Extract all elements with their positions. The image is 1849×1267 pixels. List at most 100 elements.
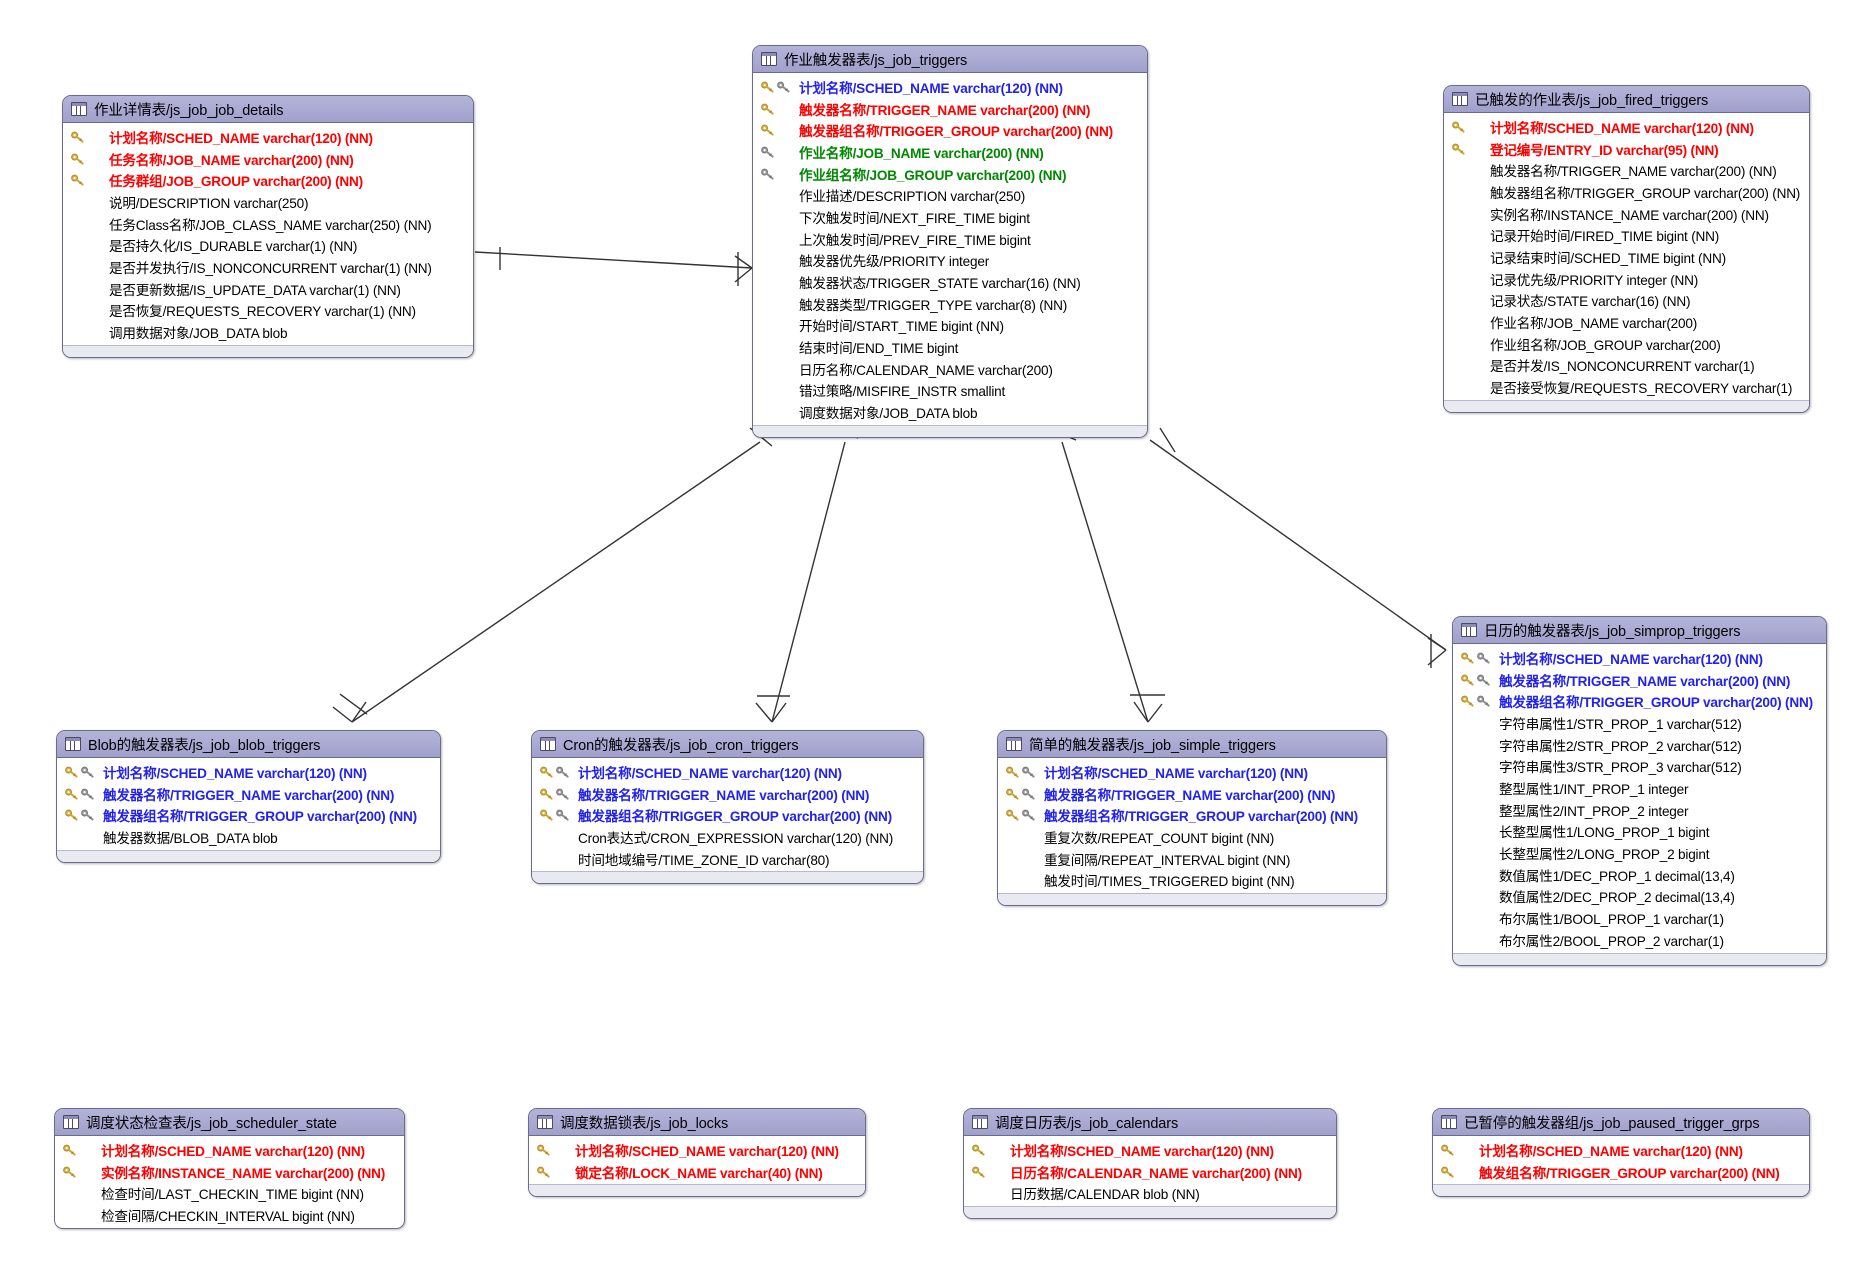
column-row[interactable]: 触发器名称/TRIGGER_NAME varchar(200) (NN) <box>753 98 1147 120</box>
column-row[interactable]: 触发器组名称/TRIGGER_GROUP varchar(200) (NN) <box>753 119 1147 141</box>
column-row[interactable]: 整型属性2/INT_PROP_2 integer <box>1453 799 1826 821</box>
column-row[interactable]: 布尔属性1/BOOL_PROP_1 varchar(1) <box>1453 907 1826 929</box>
column-row[interactable]: 触发器类型/TRIGGER_TYPE varchar(8) (NN) <box>753 293 1147 315</box>
column-row[interactable]: 触发器名称/TRIGGER_NAME varchar(200) (NN) <box>998 783 1386 805</box>
column-row[interactable]: 计划名称/SCHED_NAME varchar(120) (NN) <box>1444 116 1809 138</box>
column-row[interactable]: 计划名称/SCHED_NAME varchar(120) (NN) <box>55 1139 404 1161</box>
column-row[interactable]: 上次触发时间/PREV_FIRE_TIME bigint <box>753 228 1147 250</box>
entity-simprop_triggers[interactable]: 日历的触发器表/js_job_simprop_triggers 计划名称/SCHE… <box>1452 616 1827 966</box>
column-row[interactable]: 作业组名称/JOB_GROUP varchar(200) <box>1444 333 1809 355</box>
column-row[interactable]: 重复次数/REPEAT_COUNT bigint (NN) <box>998 826 1386 848</box>
column-row[interactable]: 任务名称/JOB_NAME varchar(200) (NN) <box>63 148 473 170</box>
column-row[interactable]: 错过策略/MISFIRE_INSTR smallint <box>753 380 1147 402</box>
column-row[interactable]: 实例名称/INSTANCE_NAME varchar(200) (NN) <box>1444 203 1809 225</box>
column-row[interactable]: 触发器组名称/TRIGGER_GROUP varchar(200) (NN) <box>532 804 923 826</box>
column-row[interactable]: 结束时间/END_TIME bigint <box>753 336 1147 358</box>
column-row[interactable]: 说明/DESCRIPTION varchar(250) <box>63 191 473 213</box>
column-row[interactable]: 数值属性1/DEC_PROP_1 decimal(13,4) <box>1453 864 1826 886</box>
column-row[interactable]: 计划名称/SCHED_NAME varchar(120) (NN) <box>532 761 923 783</box>
column-row[interactable]: 触发器组名称/TRIGGER_GROUP varchar(200) (NN) <box>1453 690 1826 712</box>
column-row[interactable]: 作业名称/JOB_NAME varchar(200) <box>1444 311 1809 333</box>
column-row[interactable]: 实例名称/INSTANCE_NAME varchar(200) (NN) <box>55 1161 404 1183</box>
column-row[interactable]: 日历名称/CALENDAR_NAME varchar(200) (NN) <box>964 1161 1336 1183</box>
column-row[interactable]: 检查时间/LAST_CHECKIN_TIME bigint (NN) <box>55 1182 404 1204</box>
entity-header-locks[interactable]: 调度数据锁表/js_job_locks <box>529 1109 865 1136</box>
column-row[interactable]: 计划名称/SCHED_NAME varchar(120) (NN) <box>998 761 1386 783</box>
column-row[interactable]: 检查间隔/CHECKIN_INTERVAL bigint (NN) <box>55 1204 404 1226</box>
column-row[interactable]: 计划名称/SCHED_NAME varchar(120) (NN) <box>57 761 440 783</box>
column-row[interactable]: 整型属性1/INT_PROP_1 integer <box>1453 777 1826 799</box>
column-row[interactable]: 时间地域编号/TIME_ZONE_ID varchar(80) <box>532 848 923 870</box>
entity-job_triggers[interactable]: 作业触发器表/js_job_triggers 计划名称/SCHED_NAME va… <box>752 45 1148 438</box>
column-row[interactable]: 长整型属性2/LONG_PROP_2 bigint <box>1453 842 1826 864</box>
column-row[interactable]: 触发时间/TIMES_TRIGGERED bigint (NN) <box>998 869 1386 891</box>
entity-calendars[interactable]: 调度日历表/js_job_calendars 计划名称/SCHED_NAME va… <box>963 1108 1337 1220</box>
column-row[interactable]: 是否更新数据/IS_UPDATE_DATA varchar(1) (NN) <box>63 278 473 300</box>
entity-header-job_details[interactable]: 作业详情表/js_job_job_details <box>63 96 473 123</box>
entity-simple_triggers[interactable]: 简单的触发器表/js_job_simple_triggers 计划名称/SCHED… <box>997 730 1387 907</box>
entity-header-simple_triggers[interactable]: 简单的触发器表/js_job_simple_triggers <box>998 731 1386 758</box>
column-row[interactable]: 是否接受恢复/REQUESTS_RECOVERY varchar(1) <box>1444 376 1809 398</box>
column-row[interactable]: 锁定名称/LOCK_NAME varchar(40) (NN) <box>529 1161 865 1183</box>
column-row[interactable]: 作业名称/JOB_NAME varchar(200) (NN) <box>753 141 1147 163</box>
column-row[interactable]: 字符串属性2/STR_PROP_2 varchar(512) <box>1453 734 1826 756</box>
column-row[interactable]: 长整型属性1/LONG_PROP_1 bigint <box>1453 821 1826 843</box>
entity-scheduler_state[interactable]: 调度状态检查表/js_job_scheduler_state 计划名称/SCHED… <box>54 1108 405 1229</box>
column-row[interactable]: 记录开始时间/FIRED_TIME bigint (NN) <box>1444 224 1809 246</box>
column-row[interactable]: 记录结束时间/SCHED_TIME bigint (NN) <box>1444 246 1809 268</box>
column-row[interactable]: 日历数据/CALENDAR blob (NN) <box>964 1182 1336 1204</box>
column-row[interactable]: 触发器名称/TRIGGER_NAME varchar(200) (NN) <box>57 783 440 805</box>
entity-fired_triggers[interactable]: 已触发的作业表/js_job_fired_triggers 计划名称/SCHED_… <box>1443 85 1810 413</box>
entity-header-cron_triggers[interactable]: Cron的触发器表/js_job_cron_triggers <box>532 731 923 758</box>
entity-job_details[interactable]: 作业详情表/js_job_job_details 计划名称/SCHED_NAME … <box>62 95 474 358</box>
column-row[interactable]: 计划名称/SCHED_NAME varchar(120) (NN) <box>753 76 1147 98</box>
column-row[interactable]: 数值属性2/DEC_PROP_2 decimal(13,4) <box>1453 886 1826 908</box>
entity-header-fired_triggers[interactable]: 已触发的作业表/js_job_fired_triggers <box>1444 86 1809 113</box>
column-row[interactable]: 计划名称/SCHED_NAME varchar(120) (NN) <box>964 1139 1336 1161</box>
column-row[interactable]: 记录优先级/PRIORITY integer (NN) <box>1444 268 1809 290</box>
column-row[interactable]: 触发器组名称/TRIGGER_GROUP varchar(200) (NN) <box>1444 181 1809 203</box>
entity-locks[interactable]: 调度数据锁表/js_job_locks 计划名称/SCHED_NAME varch… <box>528 1108 866 1198</box>
column-row[interactable]: 字符串属性3/STR_PROP_3 varchar(512) <box>1453 755 1826 777</box>
column-row[interactable]: 开始时间/START_TIME bigint (NN) <box>753 315 1147 337</box>
column-row[interactable]: 任务群组/JOB_GROUP varchar(200) (NN) <box>63 169 473 191</box>
column-row[interactable]: 布尔属性2/BOOL_PROP_2 varchar(1) <box>1453 929 1826 951</box>
column-row[interactable]: 触发器数据/BLOB_DATA blob <box>57 826 440 848</box>
entity-header-job_triggers[interactable]: 作业触发器表/js_job_triggers <box>753 46 1147 73</box>
column-row[interactable]: 计划名称/SCHED_NAME varchar(120) (NN) <box>1433 1139 1809 1161</box>
column-row[interactable]: Cron表达式/CRON_EXPRESSION varchar(120) (NN… <box>532 826 923 848</box>
column-row[interactable]: 触发器状态/TRIGGER_STATE varchar(16) (NN) <box>753 271 1147 293</box>
column-row[interactable]: 记录状态/STATE varchar(16) (NN) <box>1444 290 1809 312</box>
column-row[interactable]: 重复间隔/REPEAT_INTERVAL bigint (NN) <box>998 848 1386 870</box>
entity-paused_trigger_grps[interactable]: 已暂停的触发器组/js_job_paused_trigger_grps 计划名称/… <box>1432 1108 1810 1198</box>
entity-header-calendars[interactable]: 调度日历表/js_job_calendars <box>964 1109 1336 1136</box>
column-row[interactable]: 任务Class名称/JOB_CLASS_NAME varchar(250) (N… <box>63 213 473 235</box>
entity-cron_triggers[interactable]: Cron的触发器表/js_job_cron_triggers 计划名称/SCHED… <box>531 730 924 885</box>
column-row[interactable]: 计划名称/SCHED_NAME varchar(120) (NN) <box>1453 647 1826 669</box>
column-row[interactable]: 触发器名称/TRIGGER_NAME varchar(200) (NN) <box>1444 159 1809 181</box>
column-row[interactable]: 是否恢复/REQUESTS_RECOVERY varchar(1) (NN) <box>63 300 473 322</box>
column-row[interactable]: 触发器优先级/PRIORITY integer <box>753 250 1147 272</box>
column-row[interactable]: 字符串属性1/STR_PROP_1 varchar(512) <box>1453 712 1826 734</box>
column-row[interactable]: 是否并发/IS_NONCONCURRENT varchar(1) <box>1444 355 1809 377</box>
column-row[interactable]: 调用数据对象/JOB_DATA blob <box>63 321 473 343</box>
column-row[interactable]: 触发器名称/TRIGGER_NAME varchar(200) (NN) <box>532 783 923 805</box>
column-row[interactable]: 作业组名称/JOB_GROUP varchar(200) (NN) <box>753 163 1147 185</box>
column-row[interactable]: 触发器名称/TRIGGER_NAME varchar(200) (NN) <box>1453 669 1826 691</box>
column-row[interactable]: 触发组名称/TRIGGER_GROUP varchar(200) (NN) <box>1433 1161 1809 1183</box>
entity-header-paused_trigger_grps[interactable]: 已暂停的触发器组/js_job_paused_trigger_grps <box>1433 1109 1809 1136</box>
column-row[interactable]: 触发器组名称/TRIGGER_GROUP varchar(200) (NN) <box>998 804 1386 826</box>
column-row[interactable]: 计划名称/SCHED_NAME varchar(120) (NN) <box>63 126 473 148</box>
entity-header-blob_triggers[interactable]: Blob的触发器表/js_job_blob_triggers <box>57 731 440 758</box>
column-row[interactable]: 下次触发时间/NEXT_FIRE_TIME bigint <box>753 206 1147 228</box>
column-row[interactable]: 日历名称/CALENDAR_NAME varchar(200) <box>753 358 1147 380</box>
entity-header-simprop_triggers[interactable]: 日历的触发器表/js_job_simprop_triggers <box>1453 617 1826 644</box>
column-row[interactable]: 作业描述/DESCRIPTION varchar(250) <box>753 184 1147 206</box>
column-row[interactable]: 触发器组名称/TRIGGER_GROUP varchar(200) (NN) <box>57 804 440 826</box>
column-row[interactable]: 是否持久化/IS_DURABLE varchar(1) (NN) <box>63 234 473 256</box>
column-row[interactable]: 计划名称/SCHED_NAME varchar(120) (NN) <box>529 1139 865 1161</box>
entity-blob_triggers[interactable]: Blob的触发器表/js_job_blob_triggers 计划名称/SCHED… <box>56 730 441 863</box>
column-row[interactable]: 调度数据对象/JOB_DATA blob <box>753 401 1147 423</box>
entity-header-scheduler_state[interactable]: 调度状态检查表/js_job_scheduler_state <box>55 1109 404 1136</box>
column-row[interactable]: 登记编号/ENTRY_ID varchar(95) (NN) <box>1444 138 1809 160</box>
